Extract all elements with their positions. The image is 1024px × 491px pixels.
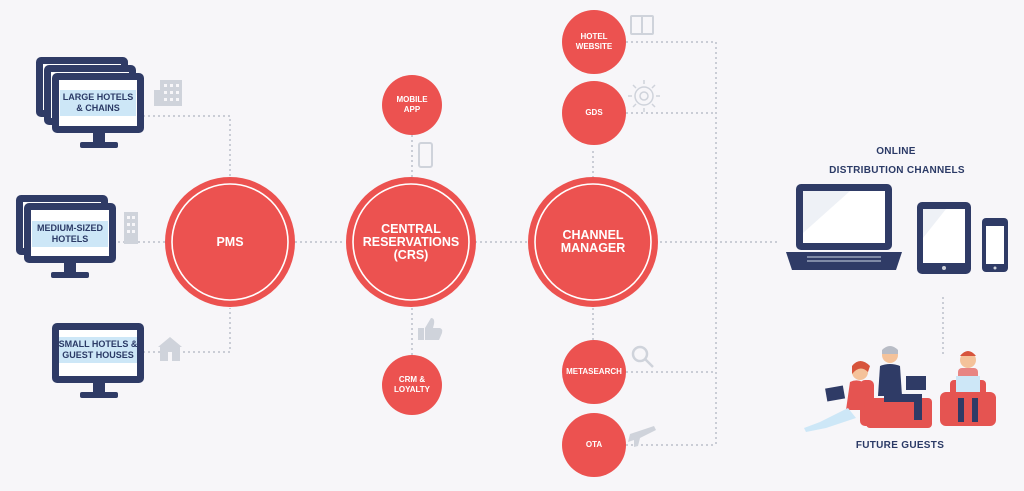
laptop-icon — [786, 184, 902, 270]
hotel-website-node — [562, 10, 626, 74]
smartphone-device-icon — [982, 218, 1008, 272]
book-icon — [630, 15, 654, 35]
medium-hotels-monitor — [16, 195, 116, 278]
large-hotels-monitor — [36, 57, 144, 148]
small-hotels-monitor — [52, 323, 144, 398]
magnifier-icon — [631, 345, 654, 368]
crs-node — [346, 177, 476, 307]
channel-manager-node — [528, 177, 658, 307]
metasearch-node — [562, 340, 626, 404]
airplane-icon — [628, 426, 656, 447]
ota-node — [562, 413, 626, 477]
gds-node — [562, 81, 626, 145]
globe-network-icon — [628, 80, 660, 112]
small-hotel-icon — [158, 337, 182, 361]
connector-lines — [118, 41, 944, 446]
mobile-app-node — [382, 75, 442, 135]
large-hotel-icon — [154, 80, 182, 106]
smartphone-icon — [418, 142, 433, 168]
guests-illustration — [804, 346, 996, 432]
medium-hotel-icon — [124, 212, 138, 244]
crm-loyalty-node — [382, 355, 442, 415]
thumbs-up-icon — [418, 318, 443, 340]
pms-node — [165, 177, 295, 307]
tablet-icon — [917, 202, 971, 274]
